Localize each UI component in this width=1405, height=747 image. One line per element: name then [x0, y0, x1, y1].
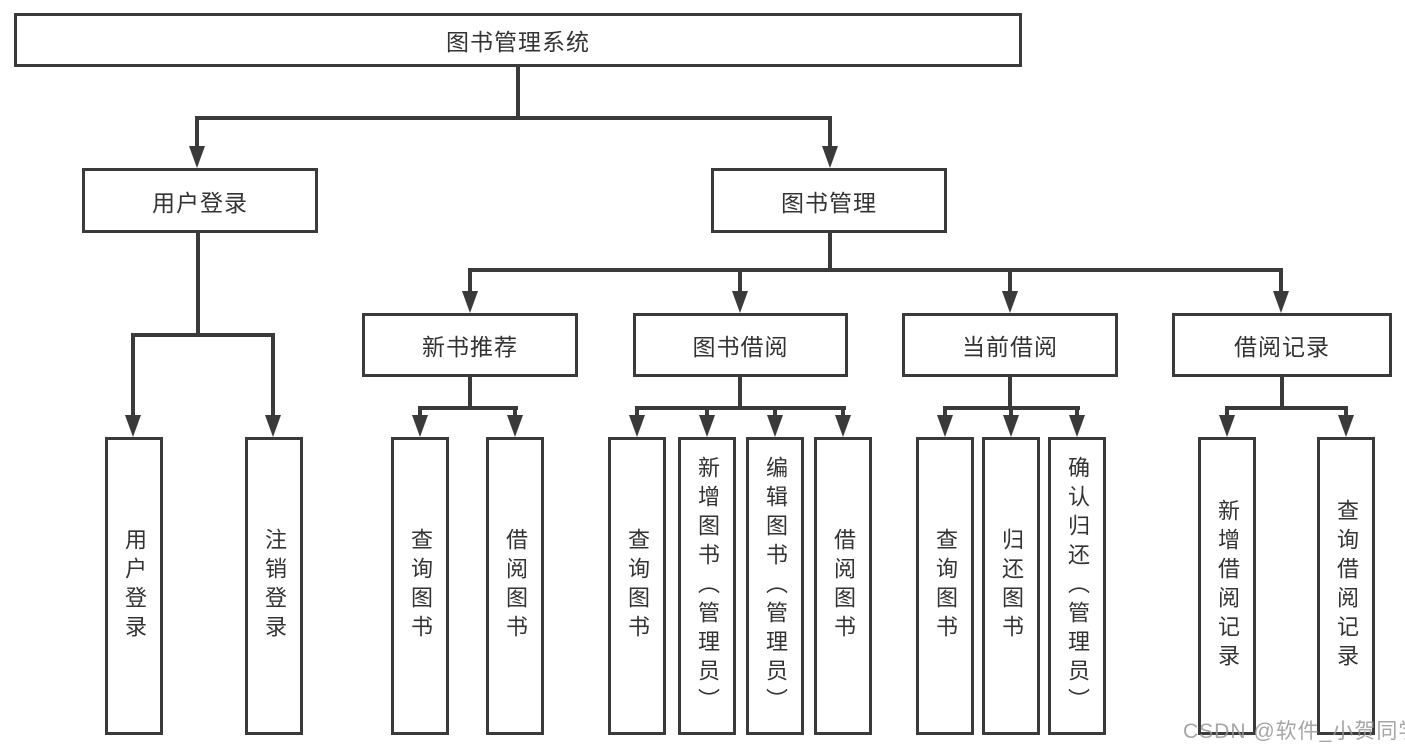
connector-line	[418, 406, 518, 410]
leaf-query-borrow-record: 查询借阅记录	[1317, 437, 1375, 735]
connector-line	[773, 406, 777, 418]
leaf-label: 新增借阅记录	[1215, 499, 1240, 673]
arrow-down-icon	[1338, 415, 1354, 437]
connector-line	[195, 116, 832, 120]
leaf-label: 注销登录	[262, 528, 287, 644]
connector-line	[1225, 406, 1348, 410]
leaf-borrow-books-newbook: 借阅图书	[486, 437, 544, 735]
node-library-management-system: 图书管理系统	[14, 13, 1022, 67]
connector-line	[468, 375, 472, 410]
leaf-confirm-return-admin: 确认归还（管理员）	[1048, 437, 1106, 735]
arrow-down-icon	[1273, 291, 1289, 313]
arrow-down-icon	[1003, 415, 1019, 437]
leaf-user-login: 用户登录	[105, 437, 163, 735]
arrow-down-icon	[629, 415, 645, 437]
node-label: 图书管理系统	[446, 29, 590, 55]
connector-line	[418, 406, 422, 418]
connector-line	[1225, 406, 1229, 418]
node-label: 用户登录	[152, 189, 248, 216]
connector-line	[468, 268, 472, 296]
leaf-query-books-current: 查询图书	[916, 437, 974, 735]
arrow-down-icon	[822, 146, 838, 168]
connector-line	[271, 333, 275, 421]
connector-line	[1008, 375, 1012, 410]
leaf-label: 新增图书（管理员）	[695, 455, 720, 717]
leaf-return-books: 归还图书	[982, 437, 1040, 735]
connector-line	[1279, 268, 1283, 296]
leaf-label: 用户登录	[122, 528, 147, 644]
arrow-down-icon	[507, 415, 523, 437]
connector-line	[828, 232, 832, 272]
connector-line	[1280, 375, 1284, 410]
connector-line	[841, 406, 845, 418]
arrow-down-icon	[699, 415, 715, 437]
arrow-down-icon	[1219, 415, 1235, 437]
connector-line	[131, 333, 135, 421]
arrow-down-icon	[732, 291, 748, 313]
node-label: 图书借阅	[692, 334, 789, 360]
connector-line	[738, 268, 742, 296]
csdn-watermark: CSDN @软件_小贺同学	[1183, 720, 1405, 743]
node-label: 图书管理	[781, 189, 877, 216]
leaf-borrow-books: 借阅图书	[814, 437, 872, 735]
leaf-label: 归还图书	[999, 528, 1024, 644]
connector-line	[468, 268, 1283, 272]
arrow-down-icon	[189, 146, 205, 168]
leaf-edit-book-admin: 编辑图书（管理员）	[746, 437, 804, 735]
connector-line	[195, 116, 199, 150]
leaf-label: 确认归还（管理员）	[1065, 455, 1090, 717]
node-label: 当前借阅	[962, 334, 1058, 360]
leaf-query-books-borrow: 查询图书	[608, 437, 666, 735]
leaf-query-books-newbook: 查询图书	[391, 437, 449, 735]
connector-line	[516, 65, 520, 118]
arrow-down-icon	[412, 415, 428, 437]
connector-line	[943, 406, 947, 418]
connector-line	[738, 375, 742, 410]
arrow-down-icon	[1002, 291, 1018, 313]
connector-line	[1008, 268, 1012, 296]
leaf-logout: 注销登录	[245, 437, 303, 735]
leaf-label: 借阅图书	[503, 528, 528, 644]
leaf-label: 查询图书	[625, 528, 650, 644]
connector-line	[1344, 406, 1348, 418]
node-label: 借阅记录	[1234, 334, 1330, 360]
leaf-label: 查询图书	[408, 528, 433, 644]
node-new-book-recommend: 新书推荐	[362, 313, 578, 377]
connector-line	[1009, 406, 1013, 418]
connector-line	[705, 406, 709, 418]
leaf-label: 借阅图书	[831, 528, 856, 644]
connector-line	[1075, 406, 1079, 418]
arrow-down-icon	[767, 415, 783, 437]
leaf-label: 编辑图书（管理员）	[763, 455, 788, 717]
leaf-add-borrow-record: 新增借阅记录	[1198, 437, 1256, 735]
leaf-label: 查询图书	[933, 528, 958, 644]
leaf-label: 查询借阅记录	[1334, 499, 1359, 673]
arrow-down-icon	[265, 415, 281, 437]
connector-line	[635, 406, 846, 410]
node-label: 新书推荐	[422, 334, 518, 360]
arrow-down-icon	[835, 415, 851, 437]
node-current-borrowing: 当前借阅	[902, 313, 1118, 377]
arrow-down-icon	[1069, 415, 1085, 437]
node-user-login: 用户登录	[82, 168, 318, 233]
node-borrowing-records: 借阅记录	[1172, 313, 1392, 377]
node-book-management: 图书管理	[711, 168, 947, 233]
arrow-down-icon	[937, 415, 953, 437]
arrow-down-icon	[125, 415, 141, 437]
connector-line	[828, 116, 832, 150]
arrow-down-icon	[462, 291, 478, 313]
node-book-borrowing: 图书借阅	[633, 313, 848, 377]
leaf-add-book-admin: 新增图书（管理员）	[678, 437, 736, 735]
connector-line	[513, 406, 517, 418]
connector-line	[196, 232, 200, 337]
connector-line	[131, 333, 274, 337]
connector-line	[635, 406, 639, 418]
